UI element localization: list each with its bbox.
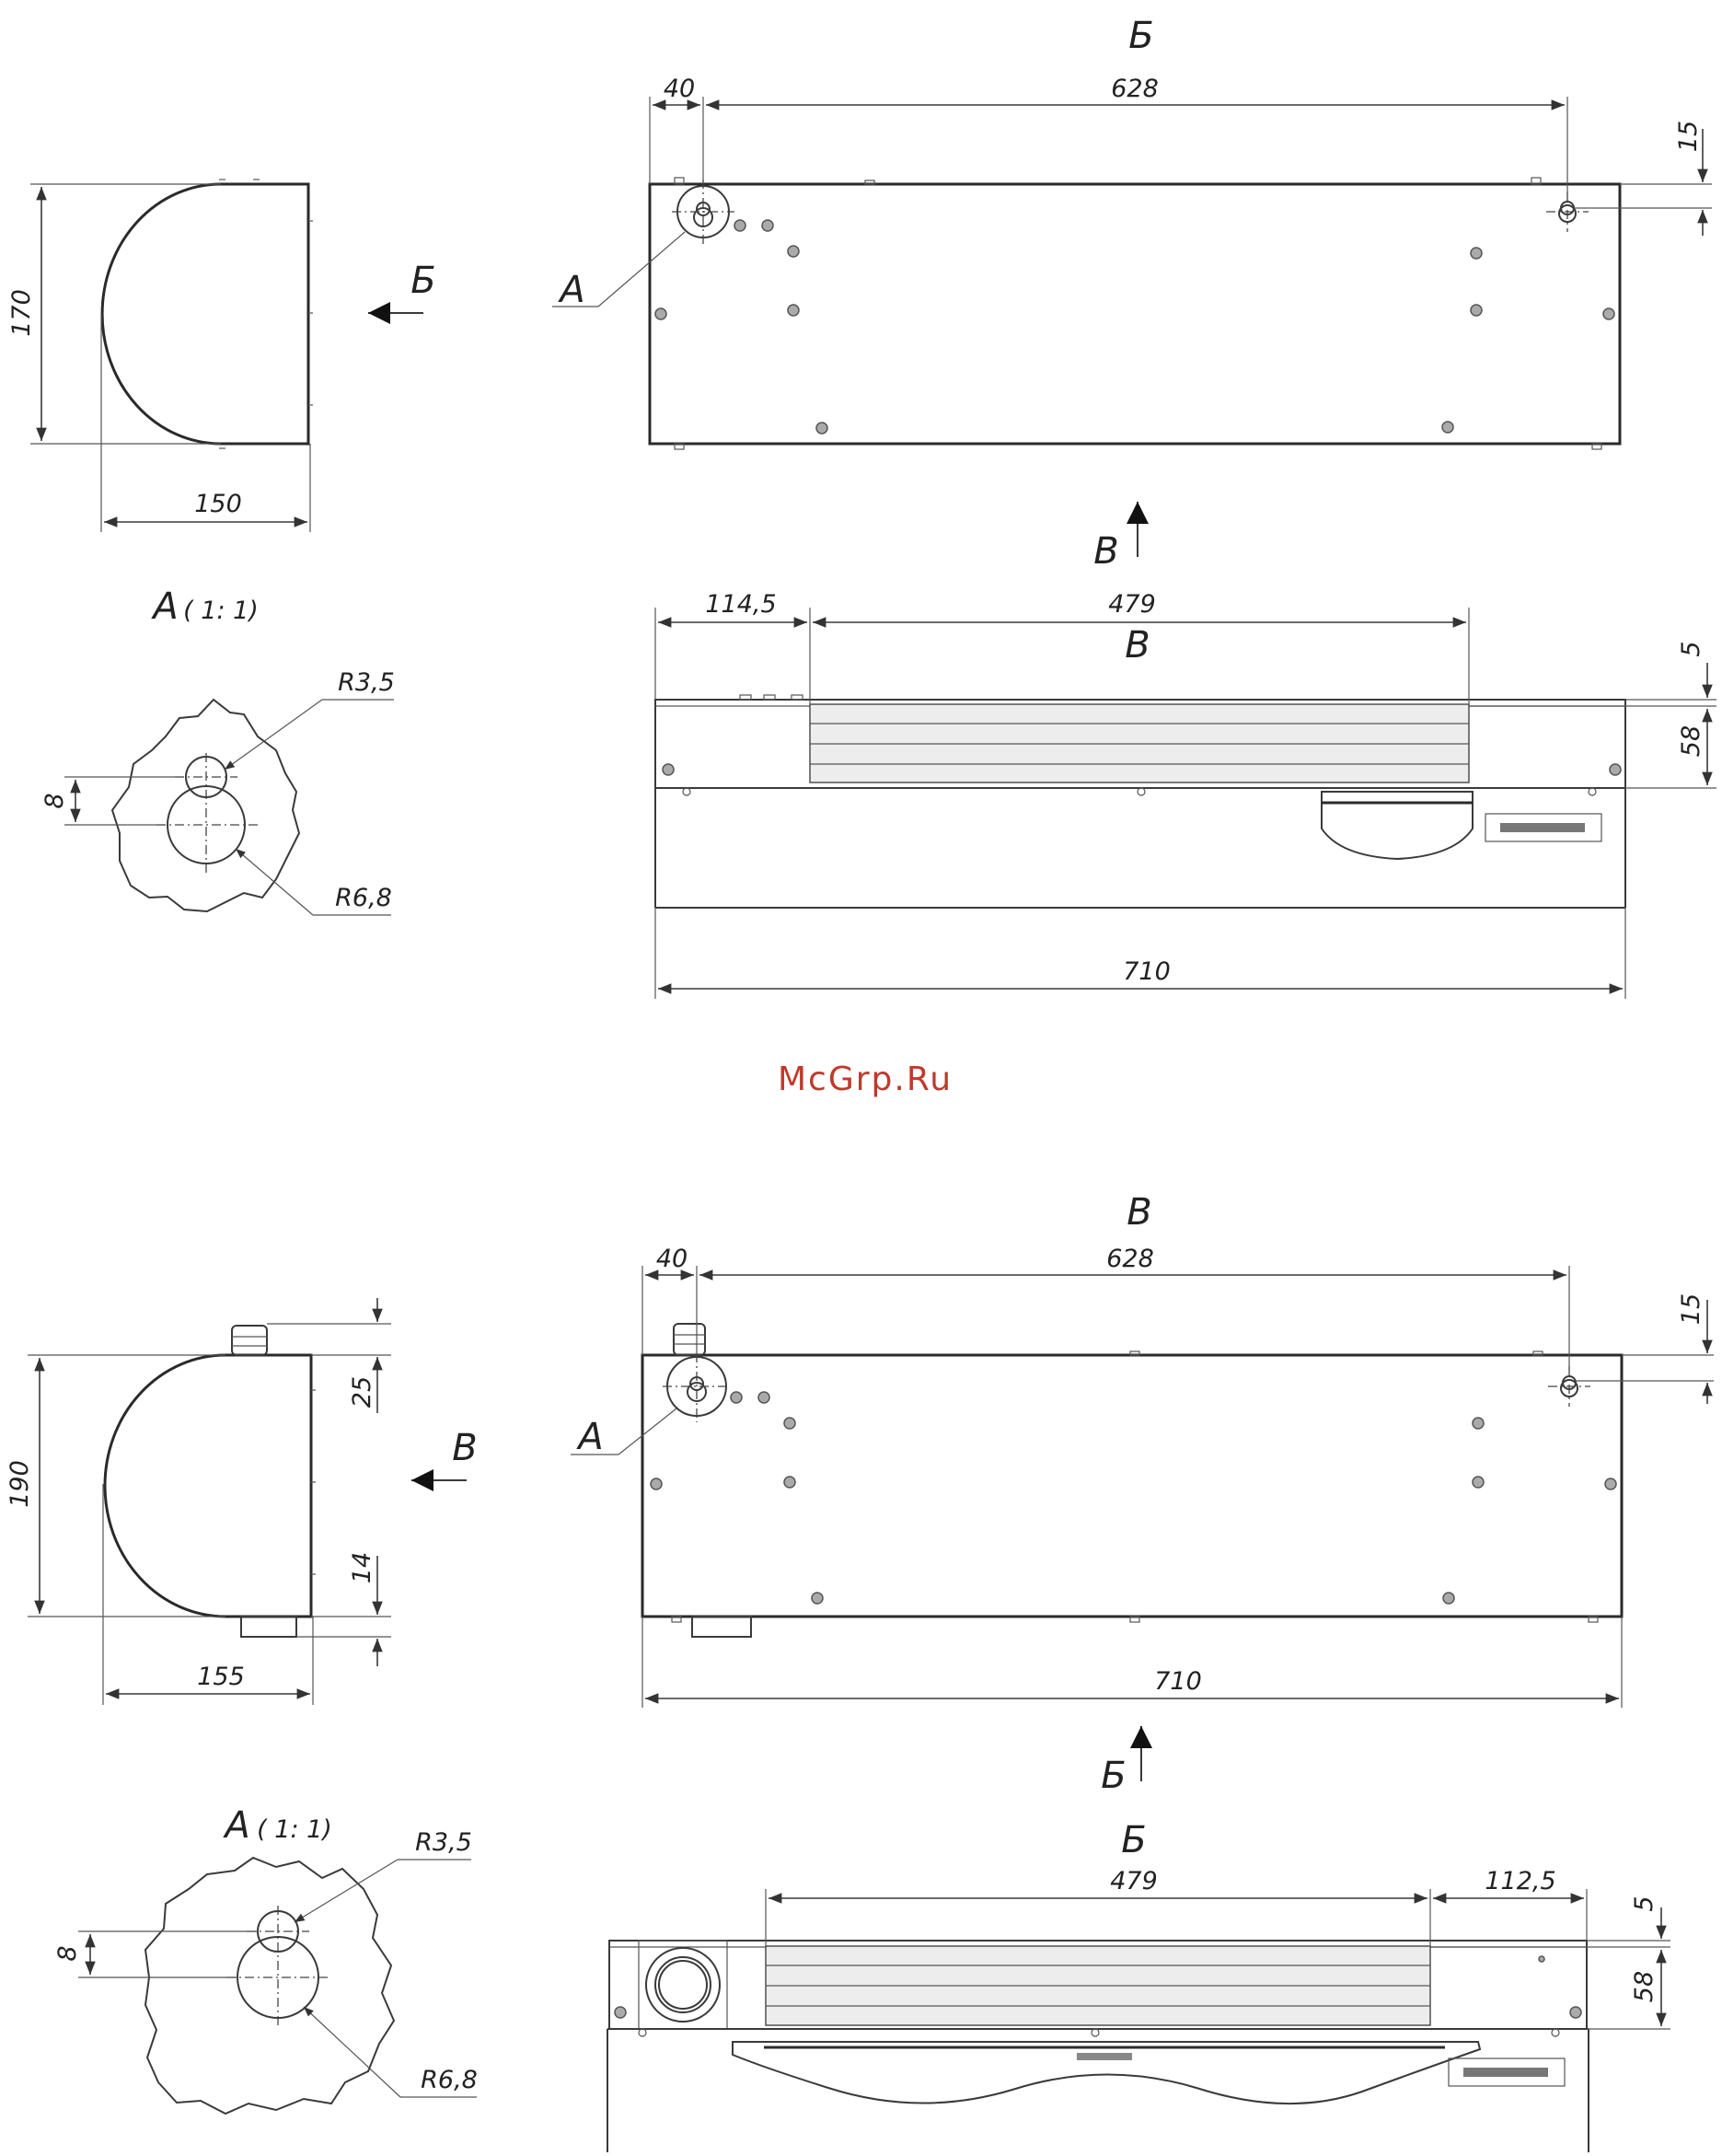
top-detail-scale: ( 1: 1) (183, 597, 259, 625)
top-side-width-label: 150 (194, 490, 242, 518)
top-detail-offset-label: 8 (40, 793, 69, 808)
top-view-b-detail-label: А (557, 269, 584, 311)
bottom-side-top-label: 25 (348, 1376, 376, 1408)
top-detail-a: А ( 1: 1) 8 R3,5 R6,8 (40, 585, 395, 915)
top-view-v-title: В (1125, 624, 1150, 667)
bottom-detail-a: А ( 1: 1) 8 R3,5 R6,8 (53, 1804, 478, 2114)
bottom-detail-rsmall-label: R3,5 (415, 1828, 472, 1857)
bottom-side-width-label: 155 (197, 1663, 245, 1691)
bottom-view-b-height-label: 58 (1630, 1971, 1658, 2002)
watermark: McGrp.Ru (778, 1061, 953, 1098)
bottom-side-bottom-label: 14 (348, 1552, 376, 1583)
bottom-detail-rlarge-label: R6,8 (421, 2066, 478, 2094)
top-side-view-arrow-label: Б (410, 260, 435, 302)
bottom-view-v-edge-label: 15 (1677, 1293, 1705, 1325)
bottom-side-height-label: 190 (6, 1460, 34, 1508)
bottom-view-v-title: В (1127, 1191, 1151, 1234)
bottom-view-b-gap-label: 5 (1630, 1895, 1658, 1911)
bottom-detail-offset-label: 8 (53, 1945, 82, 1961)
top-view-v: В 114,5 479 (655, 590, 1716, 999)
bottom-view-b: Б 479 112,5 (607, 1819, 1670, 2152)
bottom-view-v: В А (571, 1191, 1714, 1708)
top-detail-rsmall-label: R3,5 (338, 668, 395, 697)
bottom-view-v-total-label: 710 (1154, 1667, 1202, 1696)
bottom-view-b-grill-label: 479 (1110, 1867, 1158, 1895)
bottom-detail-scale: ( 1: 1) (257, 1815, 332, 1844)
top-view-b-offset-label: 40 (664, 75, 695, 103)
bottom-arrow-b: Б (1101, 1726, 1141, 1797)
top-view-v-total-label: 710 (1123, 957, 1171, 986)
bottom-view-b-right-label: 112,5 (1485, 1867, 1555, 1895)
bottom-side-view-arrow-label: В (452, 1427, 477, 1469)
bottom-view-b-title: Б (1121, 1819, 1146, 1861)
top-view-b-title: Б (1128, 15, 1153, 57)
top-view-b-edge-label: 15 (1674, 121, 1703, 152)
top-view-v-height-label: 58 (1677, 725, 1705, 757)
top-view-v-left-label: 114,5 (705, 590, 776, 619)
top-view-b-span-label: 628 (1111, 75, 1159, 103)
top-detail-title: А (150, 585, 178, 628)
top-side-profile: 170 150 Б (7, 180, 436, 532)
top-arrow-v: В (1093, 502, 1138, 573)
bottom-side-profile: 190 25 14 155 В (6, 1298, 478, 1705)
bottom-view-v-detail-label: А (575, 1416, 603, 1458)
bottom-view-v-span-label: 628 (1106, 1245, 1154, 1273)
top-detail-rlarge-label: R6,8 (335, 884, 392, 912)
top-view-v-gap-label: 5 (1677, 641, 1705, 656)
top-view-b: Б А (552, 15, 1712, 449)
top-side-height-label: 170 (7, 289, 36, 337)
top-arrow-v-label: В (1093, 530, 1118, 573)
bottom-view-v-offset-label: 40 (656, 1245, 688, 1273)
bottom-detail-title: А (222, 1804, 249, 1847)
top-view-v-grill-label: 479 (1108, 590, 1156, 619)
bottom-arrow-b-label: Б (1101, 1755, 1126, 1797)
